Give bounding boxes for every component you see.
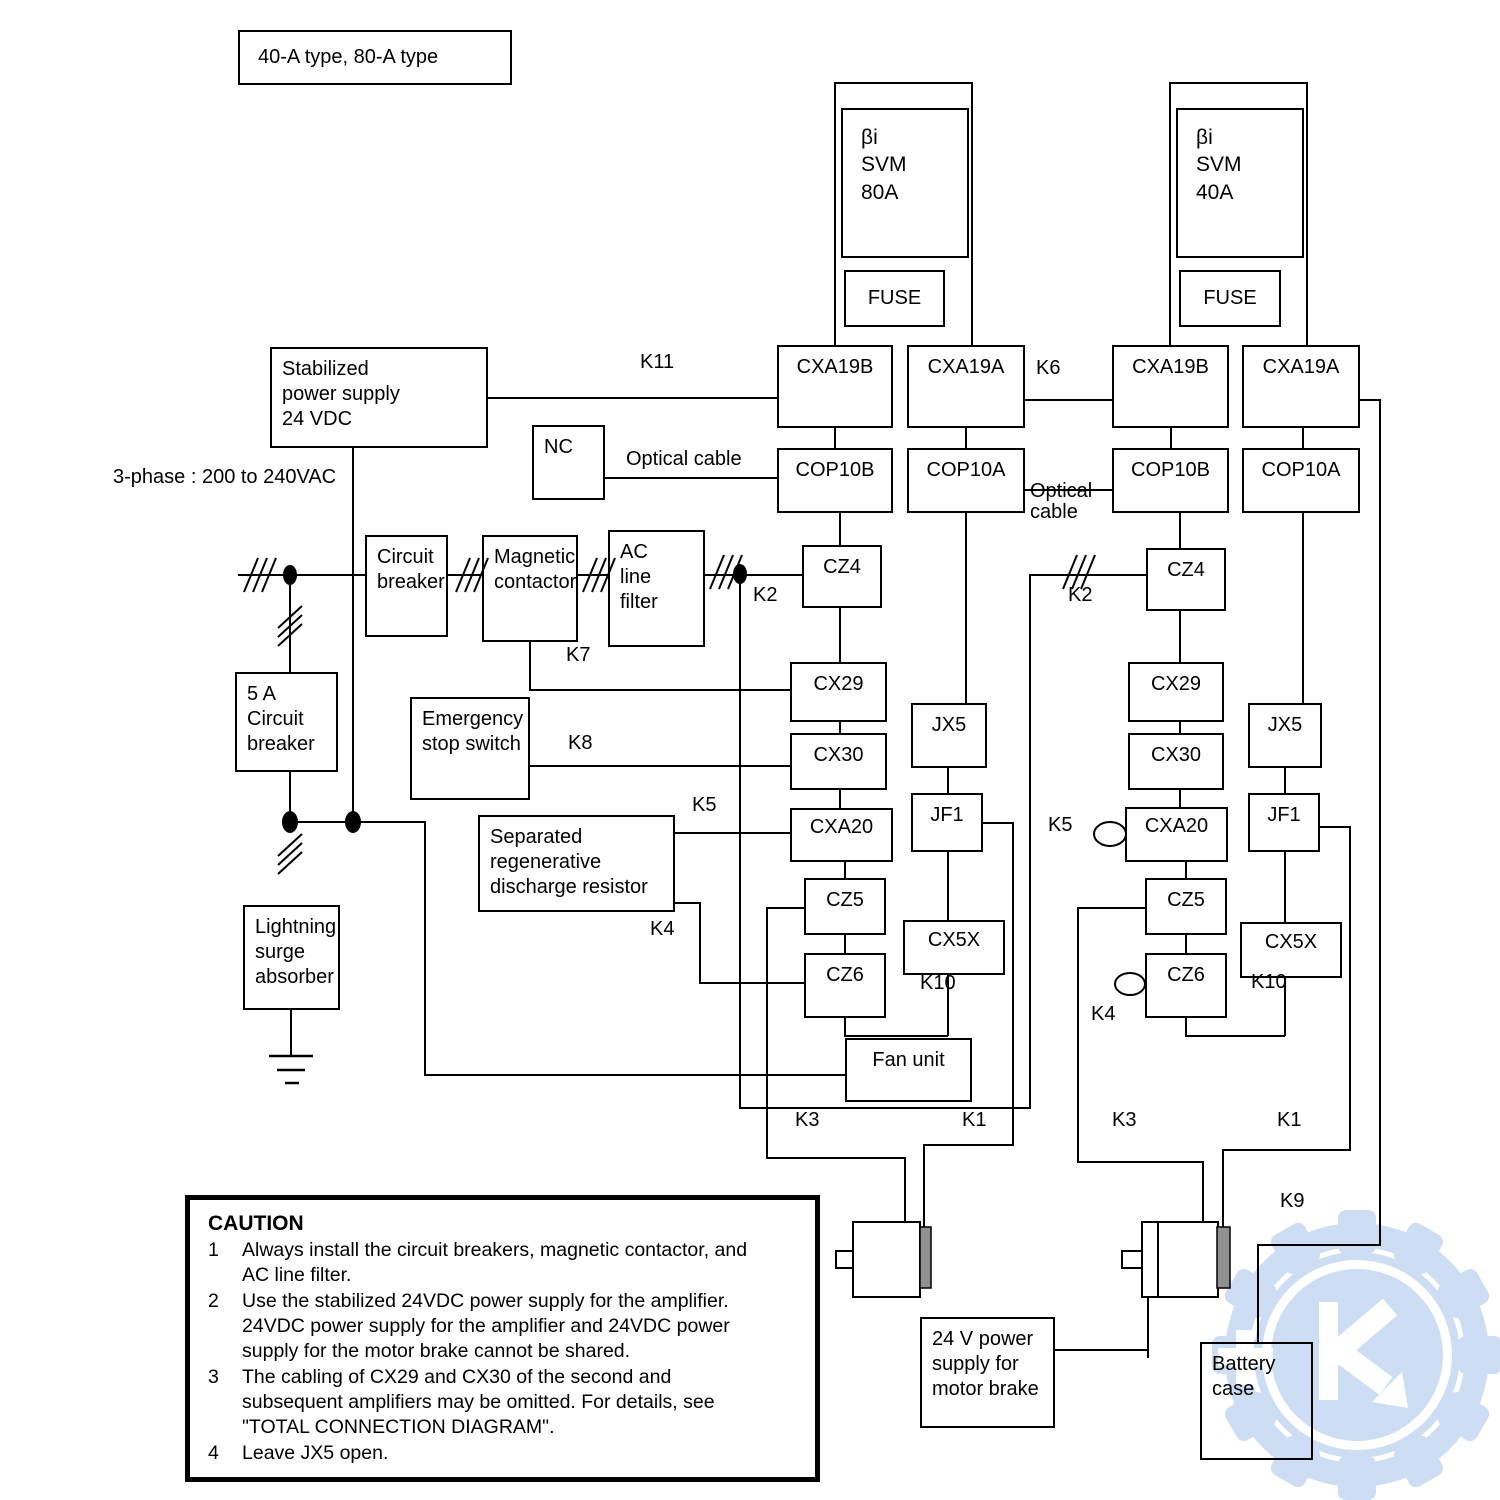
amp1-jf1-connector: JF1: [911, 793, 983, 852]
amp1-cz5-connector: CZ5: [804, 878, 886, 935]
amp2-cx29-connector: CX29: [1128, 662, 1224, 722]
caution-item-2: 2 Use the stabilized 24VDC power supply …: [208, 1289, 797, 1365]
amp1-cxa19b-connector: CXA19B: [777, 345, 893, 428]
wire-label-k2-amp1: K2: [753, 584, 778, 606]
amp2-model-box: βi SVM 40A: [1176, 108, 1304, 258]
wire-label-k1-amp1: K1: [962, 1109, 987, 1131]
amp2-outline: [1169, 82, 1308, 345]
diagram-type-box: 40-A type, 80-A type: [238, 30, 512, 85]
caution-item-1: 1 Always install the circuit breakers, m…: [208, 1238, 797, 1289]
wire-k1-amp1: [923, 822, 1014, 1227]
amp2-cxa19a-connector: CXA19A: [1242, 345, 1360, 428]
motor1-encoder-connector: [919, 1226, 932, 1289]
amp1-cxa20-connector: CXA20: [790, 808, 893, 862]
caution-title: CAUTION: [208, 1212, 304, 1235]
amp2-cxa20-connector: CXA20: [1125, 807, 1228, 862]
wire-label-k9: K9: [1280, 1190, 1305, 1212]
caution-item-number: 4: [208, 1441, 219, 1464]
wire-label-k7: K7: [566, 644, 591, 666]
watermark-gear-logo: [1212, 1210, 1500, 1500]
amp1-jx5-connector: JX5: [911, 703, 987, 768]
amp1-outline: [834, 82, 973, 345]
wire-label-k3-amp2: K3: [1112, 1109, 1137, 1131]
caution-item-number: 3: [208, 1365, 219, 1388]
wire-label-k1-amp2: K1: [1277, 1109, 1302, 1131]
junction-dots: [282, 564, 747, 833]
wire-k3-amp1: [766, 907, 906, 1222]
wire-label-k8: K8: [568, 732, 593, 754]
wire-label-k2-amp2: K2: [1068, 584, 1093, 606]
ac-line-filter-box: AC line filter: [608, 530, 705, 647]
amp2-jx5-connector: JX5: [1248, 703, 1322, 768]
amp1-model-box: βi SVM 80A: [841, 108, 969, 258]
motor-brake-supply-box: 24 V power supply for motor brake: [920, 1317, 1055, 1428]
caution-item-text: Always install the circuit breakers, mag…: [242, 1239, 748, 1287]
servo-motor-1: [835, 1221, 932, 1298]
caution-item-text: The cabling of CX29 and CX30 of the seco…: [242, 1365, 715, 1439]
three-phase-label: 3-phase : 200 to 240VAC: [113, 466, 337, 488]
wire-label-k4-amp2: K4: [1091, 1003, 1116, 1025]
breaker-5a-box: 5 A Circuit breaker: [235, 672, 338, 772]
wire-label-k11: K11: [640, 351, 675, 373]
caution-item-number: 2: [208, 1289, 219, 1312]
wire-k1-amp2: [1222, 826, 1351, 1227]
amp2-fuse-box: FUSE: [1179, 270, 1281, 327]
caution-item-3: 3 The cabling of CX29 and CX30 of the se…: [208, 1365, 797, 1441]
servo-motor-2: [1121, 1221, 1231, 1298]
wire-label-k5-amp2: K5: [1048, 814, 1073, 836]
amp2-cx30-connector: CX30: [1128, 733, 1224, 790]
amp2-jf1-connector: JF1: [1248, 793, 1320, 852]
wire-k3-amp2: [1077, 907, 1204, 1222]
amp1-cx29-connector: CX29: [790, 662, 887, 722]
amp2-cxa19b-connector: CXA19B: [1112, 345, 1229, 428]
circuit-breaker-box: Circuit breaker: [365, 535, 448, 637]
wire-label-k10-amp1: K10: [920, 972, 956, 994]
battery-case-box: Battery case: [1200, 1342, 1313, 1460]
regen-discharge-resistor-box: Separated regenerative discharge resisto…: [478, 815, 675, 912]
wire-label-k5-amp1: K5: [692, 794, 717, 816]
amp1-cop10a-connector: COP10A: [907, 448, 1025, 513]
k5-open-loop: [1093, 821, 1127, 847]
amp1-fuse-box: FUSE: [844, 270, 945, 327]
caution-item-number: 1: [208, 1239, 219, 1261]
caution-box: CAUTION 1 Always install the circuit bre…: [185, 1195, 820, 1482]
amp2-cz5-connector: CZ5: [1145, 878, 1227, 935]
amp2-cz4-connector: CZ4: [1146, 548, 1226, 611]
watermark-k-arrow: [1218, 1298, 1408, 1408]
lightning-surge-absorber-box: Lightning surge absorber: [243, 905, 340, 1010]
amp2-cx5x-connector: CX5X: [1240, 922, 1342, 978]
wire-k7: [529, 642, 790, 691]
stabilized-power-supply-box: Stabilized power supply 24 VDC: [270, 347, 488, 448]
wire-label-k6: K6: [1036, 357, 1061, 379]
wire-k4-amp1: [675, 902, 804, 984]
amp1-fan-unit-box: Fan unit: [845, 1038, 972, 1102]
wire-label-k3-amp1: K3: [795, 1109, 820, 1131]
caution-item-text: Use the stabilized 24VDC power supply fo…: [242, 1289, 730, 1363]
optical-cable-label-2: Optical cable: [1030, 480, 1093, 523]
amp2-cop10a-connector: COP10A: [1242, 448, 1360, 513]
amp1-cx30-connector: CX30: [790, 733, 887, 790]
amp2-cz6-connector: CZ6: [1145, 953, 1227, 1018]
emergency-stop-switch-box: Emergency stop switch: [410, 697, 530, 800]
amp1-cop10b-connector: COP10B: [777, 448, 893, 513]
wire-k9: [1257, 399, 1381, 1342]
amp1-cxa19a-connector: CXA19A: [907, 345, 1025, 428]
amp1-cz4-connector: CZ4: [802, 545, 882, 608]
amp1-cz6-connector: CZ6: [804, 953, 886, 1018]
nc-box: NC: [532, 425, 605, 500]
amp2-cop10b-connector: COP10B: [1112, 448, 1229, 513]
wire-label-k4-amp1: K4: [650, 918, 675, 940]
motor2-encoder-connector: [1216, 1226, 1231, 1289]
caution-item-text: Leave JX5 open.: [242, 1441, 389, 1464]
optical-cable-label-1: Optical cable: [626, 448, 742, 470]
caution-item-4: 4 Leave JX5 open.: [208, 1441, 797, 1466]
amp1-cx5x-connector: CX5X: [903, 920, 1005, 975]
wire-label-k10-amp2: K10: [1251, 971, 1287, 993]
magnetic-contactor-box: Magnetic contactor: [482, 535, 578, 642]
k4-open-loop: [1114, 972, 1146, 996]
